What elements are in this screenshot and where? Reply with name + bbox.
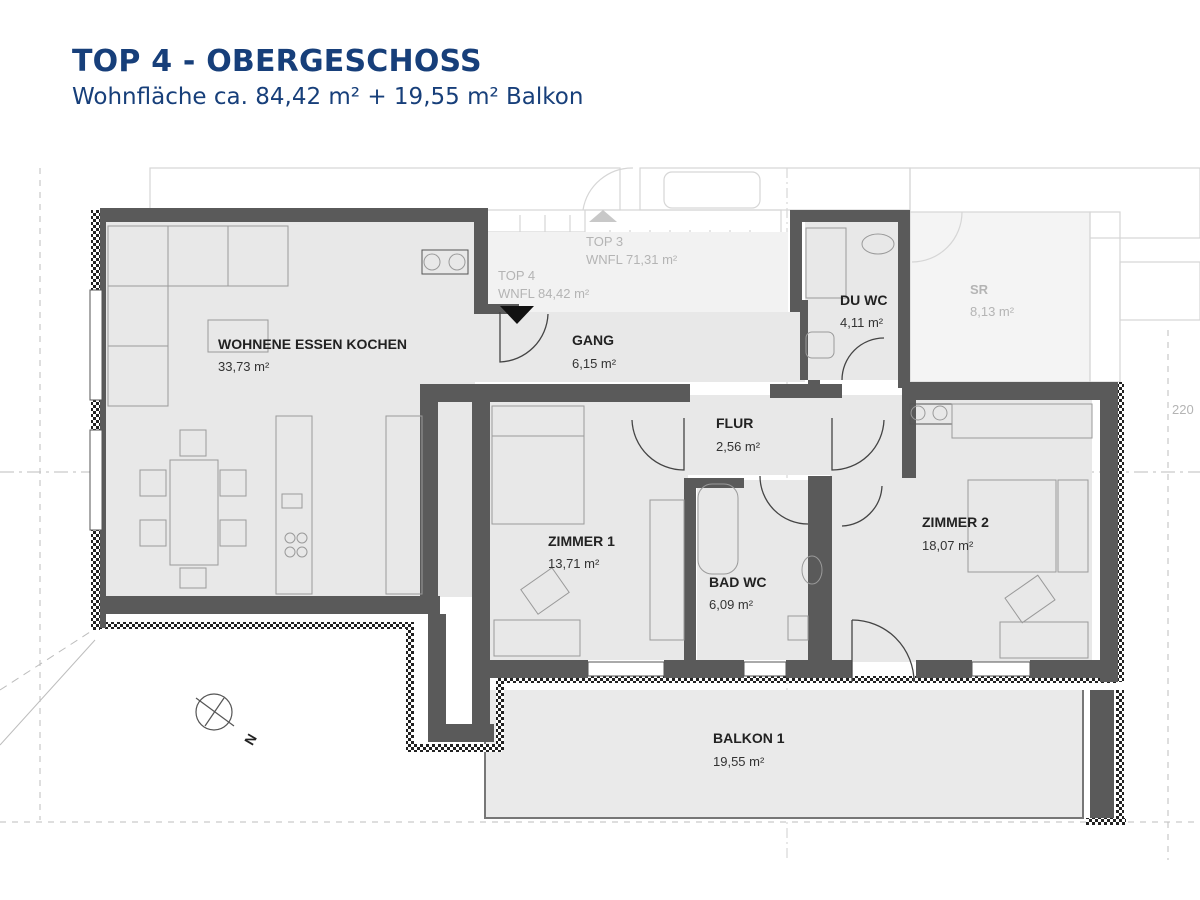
room-zimmer-2: ZIMMER 2 18,07 m² <box>922 514 989 553</box>
page-subtitle: Wohnfläche ca. 84,42 m² + 19,55 m² Balko… <box>72 84 584 110</box>
room-name: FLUR <box>716 415 753 431</box>
room-area: 2,56 m² <box>716 439 761 454</box>
room-flur: FLUR 2,56 m² <box>716 415 761 454</box>
neighbor-top3-name: TOP 3 <box>586 234 623 249</box>
room-name: GANG <box>572 332 614 348</box>
room-wohnen: WOHNENE ESSEN KOCHEN 33,73 m² <box>218 336 407 374</box>
room-du-wc: DU WC 4,11 m² <box>840 292 887 330</box>
insulation <box>91 210 1126 825</box>
stair-arrow-icon <box>500 306 534 324</box>
balcony-outline <box>484 690 1084 819</box>
room-name: WOHNENE ESSEN KOCHEN <box>218 336 407 352</box>
room-area: 19,55 m² <box>713 754 765 769</box>
room-zimmer-1: ZIMMER 1 13,71 m² <box>548 533 615 571</box>
room-name: BALKON 1 <box>713 730 785 746</box>
room-gang: GANG 6,15 m² <box>572 332 617 371</box>
room-area: 18,07 m² <box>922 538 974 553</box>
room-area: 33,73 m² <box>218 359 270 374</box>
furniture <box>107 225 1093 659</box>
neighbor-areas <box>149 167 1200 383</box>
room-area: 4,11 m² <box>840 315 884 330</box>
room-name: ZIMMER 2 <box>922 514 989 530</box>
room-name: BAD WC <box>709 574 767 590</box>
page-title: TOP 4 - OBERGESCHOSS <box>72 44 482 79</box>
neighbor-sr-name: SR <box>970 282 989 297</box>
room-balkon-1: BALKON 1 19,55 m² <box>713 730 785 769</box>
room-area: 6,15 m² <box>572 356 617 371</box>
header: TOP 4 - OBERGESCHOSS Wohnfläche ca. 84,4… <box>72 44 583 112</box>
room-name: ZIMMER 1 <box>548 533 615 549</box>
room-area: 13,71 m² <box>548 556 600 571</box>
north-label: N <box>241 731 260 748</box>
windows <box>89 289 1031 677</box>
neighbor-top4-name: TOP 4 <box>498 268 535 283</box>
room-name: DU WC <box>840 292 887 308</box>
floor-areas <box>105 222 1092 818</box>
north-compass-icon <box>195 693 235 731</box>
room-area: 6,09 m² <box>709 597 754 612</box>
dimension-label: 220 <box>1172 402 1194 417</box>
doors <box>499 312 915 683</box>
room-bad-wc: BAD WC 6,09 m² <box>709 574 767 612</box>
walls <box>100 208 1118 818</box>
neighbor-sr-area: 8,13 m² <box>970 304 1015 319</box>
neighbor-top4-area: WNFL 84,42 m² <box>498 286 590 301</box>
neighbor-top3-area: WNFL 71,31 m² <box>586 252 678 267</box>
